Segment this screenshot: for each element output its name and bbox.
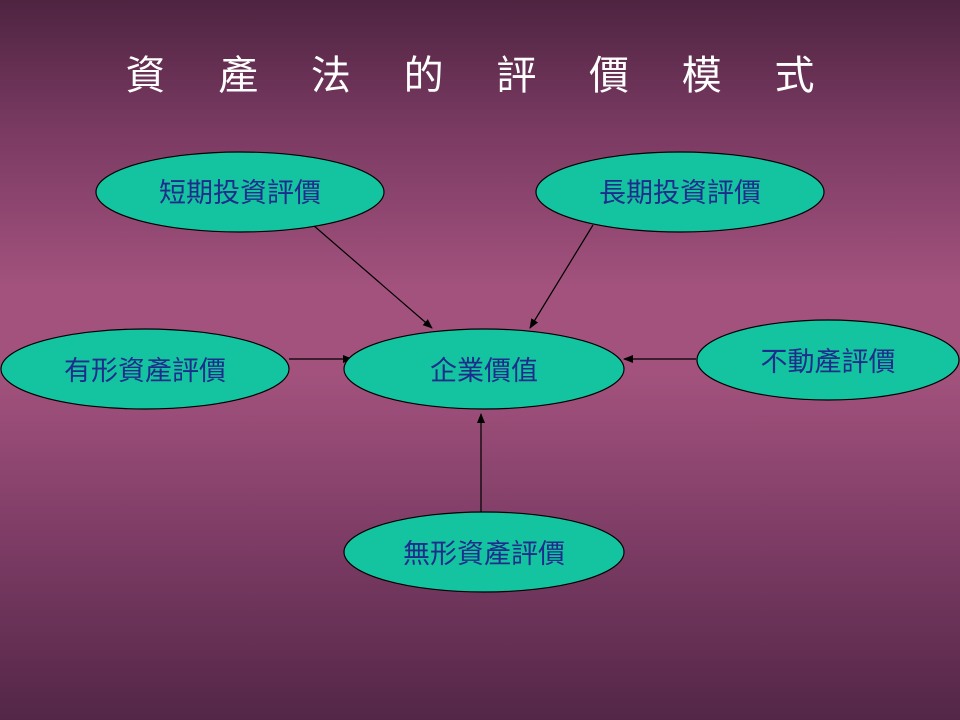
node-tangible-label: 有形資產評價 [64, 356, 226, 387]
node-short-term-label: 短期投資評價 [159, 178, 321, 209]
node-real-estate-label: 不動產評價 [761, 347, 896, 378]
node-intangible-label: 無形資產評價 [403, 539, 565, 570]
node-real-estate: 不動產評價 [696, 319, 960, 401]
node-center-label: 企業價值 [430, 356, 538, 387]
arrow-short-term-to-center [312, 224, 433, 329]
arrow-long-term-to-center [529, 224, 594, 329]
node-tangible-assets: 有形資產評價 [0, 328, 290, 410]
node-enterprise-value: 企業價值 [343, 328, 625, 410]
node-short-term-investment: 短期投資評價 [95, 151, 385, 233]
node-long-term-label: 長期投資評價 [599, 178, 761, 209]
node-intangible-assets: 無形資產評價 [343, 511, 625, 593]
slide-title: 資 產 法 的 評 價 模 式 [125, 53, 835, 99]
node-long-term-investment: 長期投資評價 [535, 151, 825, 233]
